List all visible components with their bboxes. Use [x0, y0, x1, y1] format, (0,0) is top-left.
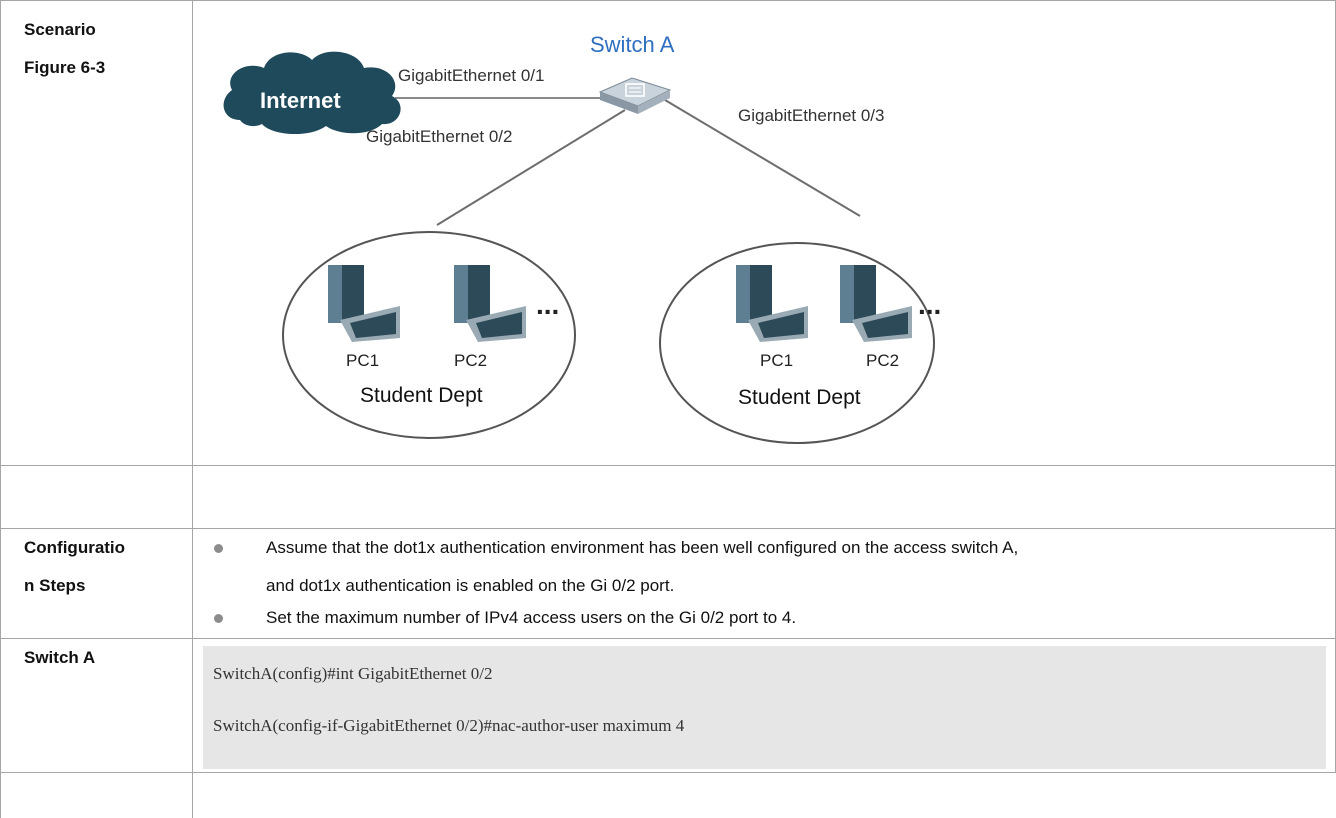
switch-a-title: Switch A — [590, 32, 675, 57]
table-top-border — [0, 0, 1336, 1]
figure-label: Figure 6-3 — [24, 58, 106, 77]
right-ellipsis: ... — [918, 289, 941, 320]
row-divider-3 — [0, 638, 1336, 639]
bullet-dot-icon — [214, 614, 223, 623]
left-pc2-label: PC2 — [454, 351, 487, 370]
scenario-label: Scenario — [24, 20, 96, 39]
right-pc2-icon — [840, 265, 912, 342]
link-gi-0-2 — [436, 109, 626, 226]
network-diagram: Internet Switch A GigabitEthernet 0/1 Gi… — [223, 32, 941, 444]
port-label-gi-0-2: GigabitEthernet 0/2 — [366, 127, 512, 146]
config-steps-label-line1: Configuratio — [24, 538, 126, 557]
right-pc1-icon — [736, 265, 808, 342]
internet-label: Internet — [260, 88, 341, 113]
right-dept-label: Student Dept — [738, 386, 861, 409]
link-gi-0-3 — [664, 99, 861, 217]
left-dept-ellipse — [282, 231, 576, 439]
config-steps-label-line2: n Steps — [24, 576, 86, 595]
left-dept-label: Student Dept — [360, 384, 483, 407]
left-pc2-icon — [454, 265, 526, 342]
step-1-line-1: Assume that the dot1x authentication env… — [266, 538, 1019, 557]
row-divider-2 — [0, 528, 1336, 529]
row-divider-4 — [0, 772, 1336, 773]
step-1-line-2: and dot1x authentication is enabled on t… — [266, 576, 675, 595]
left-pc1-label: PC1 — [346, 351, 379, 370]
table-column-divider — [192, 0, 193, 818]
code-block: SwitchA(config)#int GigabitEthernet 0/2 … — [203, 646, 1326, 769]
row-divider-1 — [0, 465, 1336, 466]
port-label-gi-0-1: GigabitEthernet 0/1 — [398, 66, 544, 85]
right-pc1-label: PC1 — [760, 351, 793, 370]
code-line-1: SwitchA(config)#int GigabitEthernet 0/2 — [213, 664, 493, 683]
left-pc1-icon — [328, 265, 400, 342]
right-dept-ellipse — [659, 242, 935, 444]
table-left-border — [0, 0, 1, 818]
code-line-2: SwitchA(config-if-GigabitEthernet 0/2)#n… — [213, 716, 685, 735]
right-pc2-label: PC2 — [866, 351, 899, 370]
port-label-gi-0-3: GigabitEthernet 0/3 — [738, 106, 884, 125]
switch-icon — [598, 77, 672, 114]
internet-cloud-icon — [223, 51, 401, 135]
switch-a-label: Switch A — [24, 648, 96, 667]
bullet-dot-icon — [214, 544, 223, 553]
left-ellipsis: ... — [536, 289, 559, 320]
step-2-text: Set the maximum number of IPv4 access us… — [266, 608, 797, 627]
